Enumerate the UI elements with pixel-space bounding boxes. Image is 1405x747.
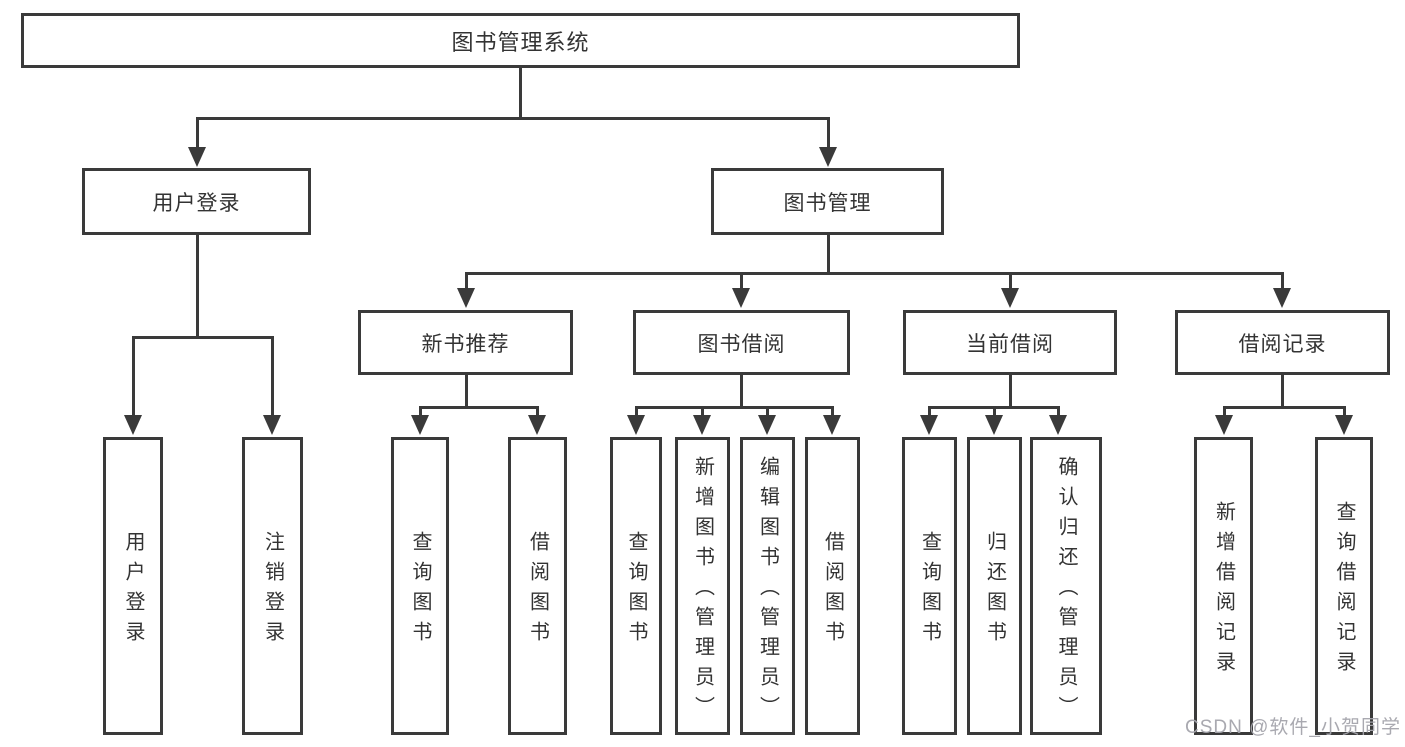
csdn-watermark: CSDN @软件_小贺同学 [1185,717,1401,738]
connector-line [465,375,468,408]
connector-line [419,406,539,409]
connector-line [740,272,743,290]
arrow-down-icon [1335,415,1353,435]
connector-line [1281,272,1284,290]
node-borrow-records: 借阅记录 [1175,310,1390,375]
connector-line [635,406,834,409]
connector-line [928,406,931,417]
node-current-borrowing-label: 当前借阅 [966,332,1054,356]
leaf-return-book-label: 归还图书 [983,531,1006,651]
connector-line [701,406,704,417]
leaf-return-book: 归还图书 [967,437,1022,735]
leaf-query-book-current: 查询图书 [902,437,957,735]
arrow-down-icon [627,415,645,435]
connector-line [827,235,830,274]
arrow-down-icon [1215,415,1233,435]
connector-line [993,406,996,417]
connector-line [271,336,274,417]
leaf-query-book-current-label: 查询图书 [918,531,941,651]
leaf-add-book-admin-label: 新增图书（管理员） [691,456,714,726]
leaf-borrow-book-recommend: 借阅图书 [508,437,567,735]
arrow-down-icon [457,288,475,308]
connector-line [465,272,1284,275]
leaf-borrow-book-borrowing-label: 借阅图书 [821,531,844,651]
leaf-confirm-return-admin-label: 确认归还（管理员） [1055,456,1077,726]
connector-line [1223,406,1226,417]
node-borrow-records-label: 借阅记录 [1238,332,1327,356]
leaf-query-book-recommend: 查询图书 [391,437,449,735]
node-current-borrowing: 当前借阅 [903,310,1117,375]
connector-line [1223,406,1346,409]
leaf-borrow-book-recommend-label: 借阅图书 [526,531,549,651]
leaf-edit-book-admin: 编辑图书（管理员） [740,437,795,735]
node-user-login: 用户登录 [82,168,311,235]
leaf-logout: 注销登录 [242,437,303,735]
node-book-management-label: 图书管理 [783,191,872,215]
connector-line [1343,406,1346,417]
leaf-confirm-return-admin: 确认归还（管理员） [1030,437,1102,735]
leaf-query-borrow-record-label: 查询借阅记录 [1333,501,1355,681]
arrow-down-icon [124,415,142,435]
connector-line [132,336,274,339]
arrow-down-icon [732,288,750,308]
connector-line [196,117,830,120]
node-root: 图书管理系统 [21,13,1020,68]
node-new-book-recommend-label: 新书推荐 [421,332,510,356]
leaf-borrow-book-borrowing: 借阅图书 [805,437,860,735]
node-root-label: 图书管理系统 [451,29,590,55]
arrow-down-icon [188,147,206,167]
connector-line [536,406,539,417]
arrow-down-icon [985,415,1003,435]
connector-line [132,336,135,417]
arrow-down-icon [920,415,938,435]
leaf-query-book-borrowing-label: 查询图书 [625,531,647,651]
connector-line [635,406,638,417]
connector-line [196,235,199,338]
arrow-down-icon [1273,288,1291,308]
connector-line [419,406,422,417]
arrow-down-icon [1001,288,1019,308]
arrow-down-icon [758,415,776,435]
node-new-book-recommend: 新书推荐 [358,310,573,375]
node-user-login-label: 用户登录 [152,191,241,215]
connector-line [1009,375,1012,408]
connector-line [1057,406,1060,417]
leaf-add-book-admin: 新增图书（管理员） [675,437,730,735]
arrow-down-icon [263,415,281,435]
leaf-add-borrow-record-label: 新增借阅记录 [1212,501,1235,681]
node-book-borrowing-label: 图书借阅 [697,332,786,356]
leaf-user-login: 用户登录 [103,437,163,735]
leaf-edit-book-admin-label: 编辑图书（管理员） [756,456,779,726]
leaf-query-book-borrowing: 查询图书 [610,437,662,735]
arrow-down-icon [819,147,837,167]
leaf-query-borrow-record: 查询借阅记录 [1315,437,1373,735]
node-book-borrowing: 图书借阅 [633,310,850,375]
connector-line [465,272,468,290]
connector-line [831,406,834,417]
connector-line [1009,272,1012,290]
connector-line [827,117,830,149]
connector-line [519,68,522,117]
node-book-management: 图书管理 [711,168,944,235]
leaf-query-book-recommend-label: 查询图书 [409,531,431,651]
connector-line [740,375,743,408]
arrow-down-icon [693,415,711,435]
leaf-user-login-label: 用户登录 [122,531,144,651]
leaf-add-borrow-record: 新增借阅记录 [1194,437,1253,735]
leaf-logout-label: 注销登录 [261,531,284,651]
connector-line [766,406,769,417]
arrow-down-icon [1049,415,1067,435]
arrow-down-icon [411,415,429,435]
arrow-down-icon [528,415,546,435]
connector-line [1281,375,1284,408]
connector-line [196,117,199,149]
arrow-down-icon [823,415,841,435]
